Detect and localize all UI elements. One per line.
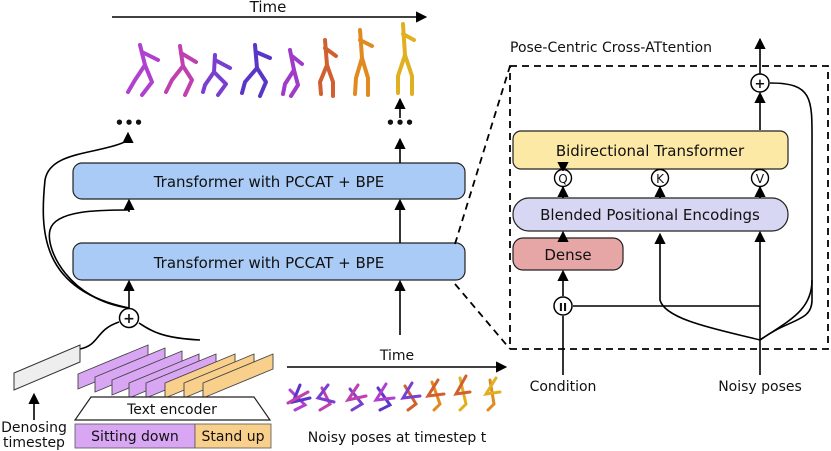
main-stack-arrows [42, 131, 406, 335]
noisy-pose-4 [373, 382, 396, 412]
k-label: K [656, 172, 665, 186]
bpe-block: Blended Positional Encodings [512, 197, 789, 232]
segment-sitting-label: Sitting down [91, 429, 179, 445]
noisy-pose-7 [453, 374, 472, 412]
clean-pose-3 [201, 53, 232, 97]
transformer-top-label: Transformer with PCCAT + BPE [153, 173, 385, 191]
top-time-axis: Time [112, 0, 428, 23]
timestep-to-add-curve [79, 321, 120, 350]
noisy-pose-1 [286, 383, 312, 412]
condition-label: Condition [530, 379, 597, 395]
pccat-title: Pose-Centric Cross-ATtention [510, 40, 712, 56]
noisy-pose-3 [344, 383, 368, 412]
clean-pose-7 [353, 28, 374, 97]
residual-path [759, 82, 813, 341]
prompt-segment-standup: Stand up [194, 423, 272, 449]
add-node-right: + [750, 73, 770, 93]
bidirectional-transformer-block: Bidirectional Transformer [512, 130, 789, 170]
noisy-pose-8 [483, 376, 502, 412]
clean-pose-8 [396, 22, 416, 96]
noisy-pose-sequence [286, 374, 502, 412]
pccat-panel: Pose-Centric Cross-ATtention [509, 40, 829, 350]
dense-label: Dense [544, 246, 591, 264]
denoising-timestep-line1: Denosing [1, 420, 67, 436]
zoom-line-top [454, 65, 511, 245]
noisy-poses-caption: Noisy poses at timestep t [308, 430, 487, 446]
k-node: K [650, 168, 670, 188]
ellipsis-left: ••• [115, 114, 144, 132]
bidirectional-transformer-label: Bidirectional Transformer [556, 142, 745, 160]
prompt-segment-sitting: Sitting down [74, 423, 196, 449]
bottom-time-label: Time [379, 348, 414, 364]
zoom-line-bottom [454, 283, 511, 350]
add-node-left: + [118, 307, 140, 329]
bpe-label: Blended Positional Encodings [540, 206, 760, 224]
v-label: V [756, 172, 765, 186]
add-node-right-symbol: + [755, 77, 766, 92]
clean-pose-4 [240, 43, 272, 98]
noisy-pose-6 [425, 378, 446, 412]
segment-standup-label: Stand up [202, 429, 265, 445]
denoising-timestep-line2: timestep [3, 435, 65, 451]
clean-pose-5 [281, 48, 304, 98]
q-label: Q [558, 172, 567, 186]
transformer-block-top: Transformer with PCCAT + BPE [72, 162, 466, 200]
bottom-time-axis: Time [287, 348, 508, 373]
text-token-embeddings [77, 344, 274, 399]
text-to-add-curve [138, 322, 201, 341]
noisy-pose-2 [315, 383, 336, 412]
noisy-pose-5 [400, 381, 422, 412]
clean-pose-sequence [126, 22, 416, 98]
add-node-left-symbol: + [123, 311, 135, 327]
text-encoder: Text encoder [73, 396, 272, 421]
timestep-embedding [13, 344, 81, 391]
v-node: V [750, 168, 770, 188]
clean-pose-6 [318, 38, 338, 98]
noisy-poses-label: Noisy poses [718, 379, 802, 395]
text-encoder-label: Text encoder [126, 402, 217, 418]
concat-node: II [553, 296, 573, 316]
top-time-label: Time [249, 0, 287, 16]
dense-block: Dense [512, 237, 624, 271]
panel-arrows [557, 230, 813, 375]
transformer-block-bottom: Transformer with PCCAT + BPE [72, 242, 466, 281]
ellipsis-right: ••• [386, 114, 415, 132]
clean-pose-2 [164, 44, 198, 97]
concat-symbol: II [559, 301, 567, 314]
clean-pose-1 [126, 43, 160, 97]
transformer-bottom-label: Transformer with PCCAT + BPE [153, 254, 385, 272]
